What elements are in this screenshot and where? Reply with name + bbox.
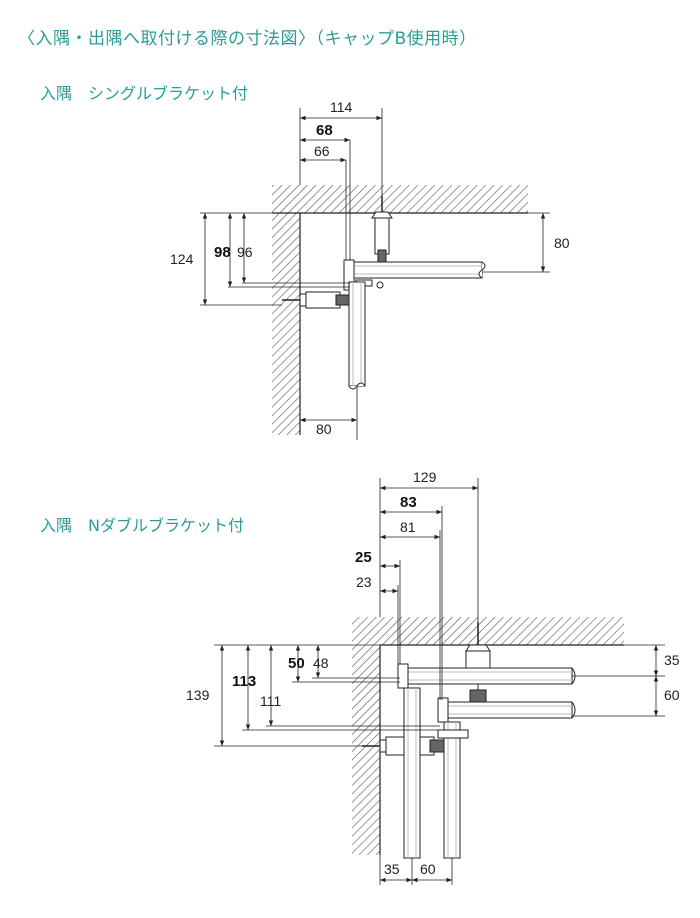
vertical-rails-2 [403,687,469,859]
dim-81: 81 [400,519,416,535]
side-wall-1 [272,213,300,435]
horizontal-rails-2 [397,663,576,723]
side-wall-2 [352,645,380,855]
dim-right-80: 80 [554,235,570,251]
dim-bottom-80: 80 [316,421,332,437]
dim-83: 83 [400,494,417,511]
dim-25: 25 [355,549,372,566]
dim-66: 66 [314,143,330,159]
dim-98: 98 [214,244,231,261]
dim-68: 68 [316,122,333,139]
vertical-rail-1 [348,281,366,390]
page-title: 〈入隅・出隅へ取付ける際の寸法図〉（キャップB使用時） [18,29,477,49]
dim-right-60: 60 [664,687,680,703]
dim-50: 50 [288,655,305,672]
diagram2: 129 83 81 25 23 139 113 111 50 48 35 60 … [186,469,680,885]
ceiling-wall-2 [352,617,624,645]
dim-139: 139 [186,687,210,703]
dim-bottom-60: 60 [420,861,436,877]
diagram1-heading: 入隅 シングルブラケット付 [40,84,249,103]
dim-48: 48 [313,655,329,671]
dim-right-35: 35 [664,652,680,668]
dim-114: 114 [330,99,353,115]
dim-111: 111 [260,693,281,709]
top-bracket-1 [371,196,393,265]
diagram2-heading: 入隅 Nダブルブラケット付 [40,516,244,535]
dim-129: 129 [413,469,437,485]
dim-bottom-35: 35 [384,861,400,877]
ceiling-wall-1 [272,185,528,213]
dim-113: 113 [232,673,256,690]
diagram1: 114 68 66 124 98 96 80 80 [170,99,570,440]
side-bracket-1 [282,291,351,309]
dim-96: 96 [237,244,253,260]
dim-124: 124 [170,251,194,267]
dim-23: 23 [356,574,372,590]
